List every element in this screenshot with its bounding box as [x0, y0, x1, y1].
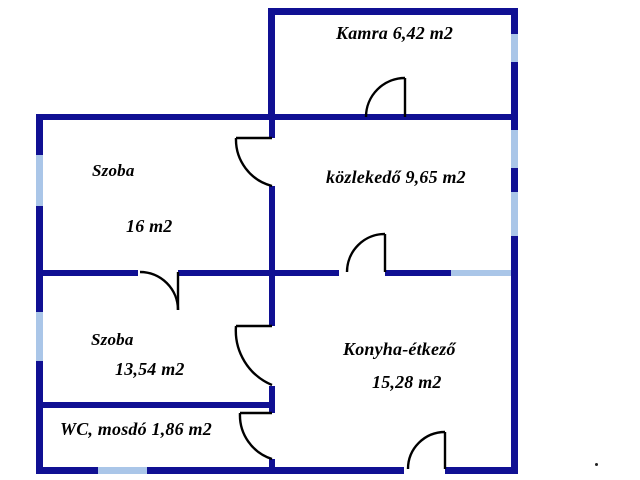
wall-left-seg-3: [36, 361, 43, 474]
window-bottom-wc: [98, 467, 147, 474]
wall-interior-horizontal-right-seg-1: [275, 270, 339, 276]
wall-bottom-seg-3: [445, 467, 518, 474]
wall-right-seg-1: [511, 8, 518, 34]
wall-interior-horizontal-right-seg-2: [385, 270, 451, 276]
room-label-szoba-16-area: 16 m2: [126, 216, 173, 236]
room-label-konyha-etkezo-area: 15,28 m2: [372, 372, 442, 392]
room-label-kamra: Kamra 6,42 m2: [336, 23, 454, 43]
wall-interior-vertical-seg-4: [269, 386, 275, 413]
wall-right-seg-4: [511, 236, 518, 474]
door-entrance: [406, 430, 447, 470]
door-kozlekedo-konyha: [345, 232, 387, 273]
wall-left-seg-1: [36, 114, 43, 155]
wall-right-seg-3: [511, 168, 518, 192]
door-kozlekedo-szoba16: [234, 136, 273, 188]
wall-bottom-seg-1: [36, 467, 98, 474]
wall-interior-vertical-seg-1: [269, 120, 275, 138]
corner-dot-mark: [595, 463, 598, 466]
wall-interior-vertical-seg-5: [269, 459, 275, 474]
door-kamra: [364, 76, 407, 118]
wall-interior-vertical-seg-2: [269, 186, 275, 272]
window-right-kozlekedo-lower: [511, 192, 518, 236]
wall-interior-horizontal-wc: [36, 402, 275, 408]
window-left-upper: [36, 155, 43, 206]
window-right-kozlekedo-upper: [511, 130, 518, 168]
wall-kamra-top: [268, 8, 518, 15]
wall-left-block-top: [36, 114, 275, 120]
wall-interior-vertical-seg-3: [269, 272, 275, 326]
window-right-kamra: [511, 34, 518, 62]
door-wc: [238, 411, 273, 461]
room-label-szoba-1354-area: 13,54 m2: [115, 359, 185, 379]
door-konyha-szoba1354: [234, 324, 273, 387]
room-label-szoba-16-name: Szoba: [92, 161, 135, 180]
wall-kamra-left: [268, 8, 275, 120]
room-label-konyha-etkezo-name: Konyha-étkező: [343, 339, 456, 359]
room-label-wc-mosdo: WC, mosdó 1,86 m2: [60, 419, 212, 439]
wall-interior-horizontal-left-seg-1: [36, 270, 138, 276]
window-left-lower: [36, 312, 43, 361]
room-label-szoba-1354-name: Szoba: [91, 330, 134, 349]
opening-kozlekedo-konyha: [451, 270, 511, 276]
walls-group: [36, 8, 518, 474]
wall-interior-horizontal-left-seg-2: [178, 270, 275, 276]
door-szoba16-szoba1354: [139, 270, 180, 311]
wall-left-seg-2: [36, 206, 43, 312]
room-label-kozlekedo: közlekedő 9,65 m2: [326, 167, 466, 187]
doors-group: [139, 76, 447, 470]
wall-bottom-seg-2: [147, 467, 404, 474]
wall-kamra-bottom: [268, 114, 518, 120]
windows-group: [36, 34, 518, 474]
wall-right-seg-2: [511, 62, 518, 130]
